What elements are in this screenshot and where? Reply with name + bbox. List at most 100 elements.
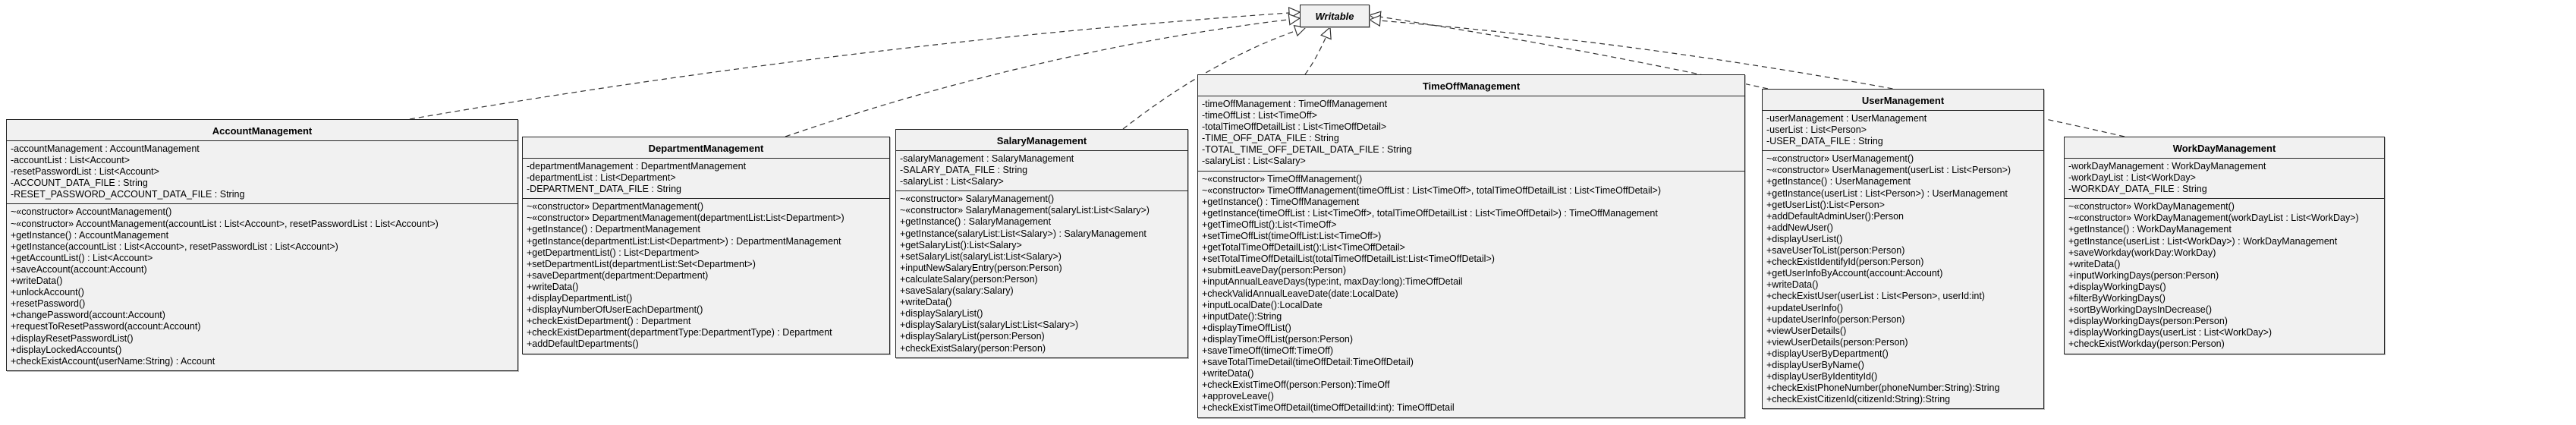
class-method: +checkExistAccount(userName:String) : Ac… [11,355,215,367]
user-management-class[interactable]: UserManagement-userManagement : UserMana… [1762,89,2044,410]
class-method: +displayNumberOfUserEachDepartment() [527,304,703,316]
class-method: +setTotalTimeOffDetailList(totalTimeOffD… [1202,253,1495,265]
class-attribute: -salaryList : List<Salary> [1202,156,1306,167]
timeoff-realization-line [1304,27,1331,75]
class-attribute: -ACCOUNT_DATA_FILE : String [11,178,148,189]
class-method: +displayWorkingDays() [2068,281,2166,292]
class-method: +writeData() [900,297,952,308]
class-attribute: -DEPARTMENT_DATA_FILE : String [527,184,681,195]
workday-management-class[interactable]: WorkDayManagement-workDayManagement : Wo… [2064,137,2385,354]
class-methods-section: ~«constructor» WorkDayManagement()~«cons… [2065,198,2384,353]
class-method: +addDefaultAdminUser():Person [1766,210,1904,222]
class-method: +displayTimeOffList(person:Person) [1202,333,1354,345]
class-method: +displaySalaryList() [900,308,983,320]
class-method: +displayLockedAccounts() [11,344,122,355]
class-method: +writeData() [1202,368,1254,379]
class-method: ~«constructor» WorkDayManagement() [2068,201,2235,212]
class-attribute: -resetPasswordList : List<Account> [11,166,159,178]
class-attribute: -TOTAL_TIME_OFF_DETAIL_DATA_FILE : Strin… [1202,144,1412,156]
class-method: +setDepartmentList(departmentList:Set<De… [527,258,756,269]
class-method: ~«constructor» AccountManagement() [11,206,172,218]
class-method: +writeData() [527,281,579,292]
class-methods-section: ~«constructor» DepartmentManagement()~«c… [523,198,889,353]
class-attribute: -totalTimeOffDetailList : List<TimeOffDe… [1202,121,1387,133]
class-method: ~«constructor» AccountManagement(account… [11,218,439,229]
class-attribute: -workDayList : List<WorkDay> [2068,172,2196,184]
class-method: +getInstance() : DepartmentManagement [527,224,700,235]
class-method: +saveUserToList(person:Person) [1766,245,1905,257]
class-attribute: -accountManagement : AccountManagement [11,143,200,154]
class-method: ~«constructor» SalaryManagement(salaryLi… [900,205,1150,216]
class-method: +getTimeOffList():List<TimeOff> [1202,219,1337,230]
class-attributes-section: -accountManagement : AccountManagement-a… [7,141,517,203]
class-method: +getInstance() : AccountManagement [11,229,169,241]
class-method: +updateUserInfo() [1766,302,1844,313]
class-attribute: -USER_DATA_FILE : String [1766,136,1883,147]
class-method: +resetPassword() [11,298,86,310]
class-method: +getInstance(userList : List<Person>) : … [1766,187,2008,199]
class-method: +writeData() [1766,279,1819,291]
class-attribute: -SALARY_DATA_FILE : String [900,165,1028,176]
salary-management-class[interactable]: SalaryManagement-salaryManagement : Sala… [895,129,1188,358]
class-attribute: -timeOffList : List<TimeOff> [1202,110,1317,121]
class-name: WorkDayManagement [2065,137,2384,159]
class-method: +requestToResetPassword(account:Account) [11,321,201,332]
class-method: +addNewUser() [1766,222,1833,233]
class-name: AccountManagement [7,120,517,141]
class-method: +updateUserInfo(person:Person) [1766,313,1905,325]
class-methods-section: ~«constructor» UserManagement()~«constru… [1763,150,2043,408]
department-management-class[interactable]: DepartmentManagement-departmentManagemen… [522,137,890,354]
class-method: +saveTotalTimeDetail(timeOffDetail:TimeO… [1202,357,1414,368]
class-attribute: -accountList : List<Account> [11,155,131,166]
timeoff-management-class[interactable]: TimeOffManagement-timeOffManagement : Ti… [1197,74,1745,418]
class-method: +checkExistTimeOffDetail(timeOffDetailId… [1202,402,1455,414]
class-method: +displaySalaryList(person:Person) [900,331,1045,342]
class-attribute: -departmentManagement : DepartmentManage… [527,161,747,172]
class-method: +addDefaultDepartments() [527,338,639,350]
class-method: +inputDate():String [1202,310,1282,322]
account-realization-line [409,11,1301,120]
class-method: +getInstance(accountList : List<Account>… [11,241,338,252]
class-method: +viewUserDetails(person:Person) [1766,336,1908,348]
class-attributes-section: -salaryManagement : SalaryManagement-SAL… [896,151,1187,190]
class-method: +inputAnnualLeaveDays(type:int, maxDay:l… [1202,276,1463,288]
class-method: +calculateSalary(person:Person) [900,273,1038,285]
class-attribute: -WORKDAY_DATA_FILE : String [2068,184,2207,195]
class-attributes-section: -departmentManagement : DepartmentManage… [523,159,889,198]
class-method: +getInstance() : WorkDayManagement [2068,224,2232,235]
class-method: +saveTimeOff(timeOff:TimeOff) [1202,345,1334,356]
class-method: +unlockAccount() [11,287,84,298]
class-method: +checkExistPhoneNumber(phoneNumber:Strin… [1766,382,2000,394]
class-method: ~«constructor» TimeOffManagement() [1202,173,1363,184]
class-method: +displayUserList() [1766,233,1843,244]
class-method: +getUserList():List<Person> [1766,199,1885,210]
class-method: +saveWorkday(workDay:WorkDay) [2068,247,2216,258]
class-method: +displayResetPasswordList() [11,332,134,344]
class-name: SalaryManagement [896,130,1187,151]
class-method: +displayTimeOffList() [1202,322,1291,333]
class-method: +getUserInfoByAccount(account:Account) [1766,268,1943,279]
class-method: +writeData() [11,275,63,287]
class-method: +changePassword(account:Account) [11,310,165,321]
class-method: +checkExistCitizenId(citizenId:String):S… [1766,394,1951,405]
class-method: +viewUserDetails() [1766,325,1847,336]
class-method: +getInstance() : SalaryManagement [900,216,1052,228]
class-method: +checkExistSalary(person:Person) [900,342,1046,354]
class-method: +getInstance(departmentList:List<Departm… [527,235,841,247]
class-attributes-section: -workDayManagement : WorkDayManagement-w… [2065,159,2384,198]
class-method: +displayWorkingDays(userList : List<Work… [2068,327,2272,338]
class-method: +checkExistDepartment(departmentType:Dep… [527,327,832,338]
class-method: +displayDepartmentList() [527,293,633,304]
class-attribute: -workDayManagement : WorkDayManagement [2068,161,2266,172]
user-realization-arrowhead [1368,11,1382,24]
class-name: TimeOffManagement [1198,75,1744,96]
class-method: +getInstance(salaryList:List<Salary>) : … [900,228,1146,239]
class-method: +checkExistDepartment() : Department [527,316,691,327]
class-method: ~«constructor» UserManagement(userList :… [1766,165,2011,176]
account-management-class[interactable]: AccountManagement-accountManagement : Ac… [6,119,518,371]
class-method: ~«constructor» DepartmentManagement() [527,201,704,212]
timeoff-realization-arrowhead [1320,26,1332,40]
writable-interface-box[interactable]: Writable [1300,5,1370,27]
class-method: +checkExistWorkday(person:Person) [2068,338,2225,350]
class-method: +getDepartmentList() : List<Department> [527,247,700,258]
